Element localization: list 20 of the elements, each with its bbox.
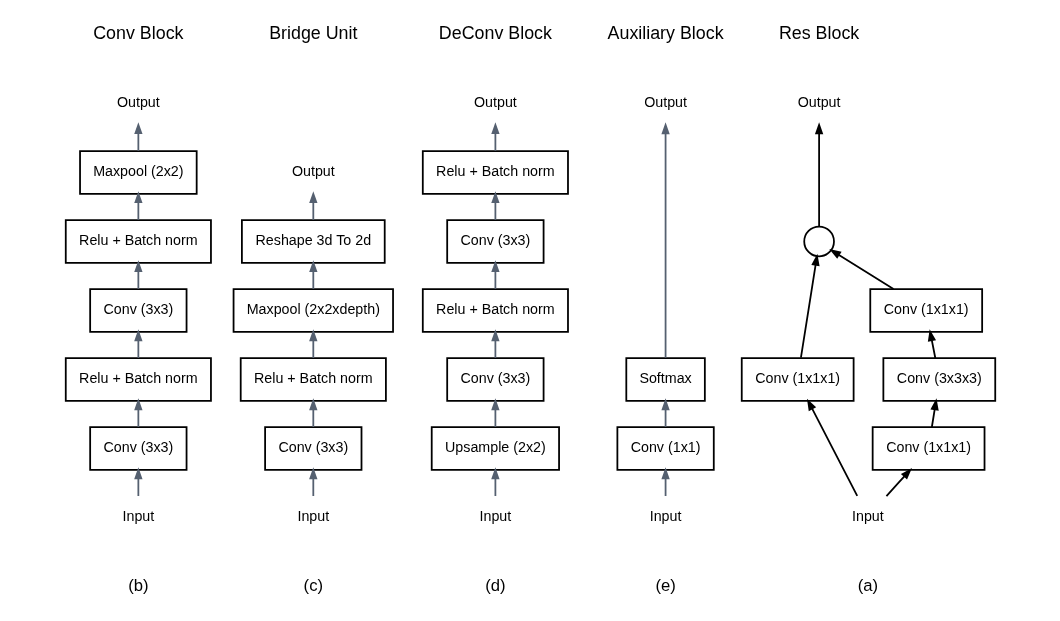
label: (e): [654, 576, 676, 596]
label: Conv Block: [92, 22, 183, 43]
node-text: Input: [296, 508, 329, 525]
node-text: Output: [643, 94, 687, 111]
node-text: Input: [649, 508, 681, 525]
label: (b): [127, 576, 149, 596]
node-text: Input: [479, 508, 511, 525]
label: Bridge Unit: [268, 22, 357, 43]
label: (d): [484, 576, 506, 596]
label: (a): [857, 576, 878, 596]
label: (c): [303, 576, 323, 596]
node-text: Input: [851, 508, 884, 525]
node-text: Output: [291, 163, 335, 180]
node-text: Output: [797, 94, 841, 111]
label: Auxiliary Block: [607, 22, 724, 43]
label: DeConv Block: [438, 22, 552, 43]
node-text: Output: [116, 94, 160, 111]
node-text: Output: [473, 94, 517, 111]
label: Res Block: [778, 22, 859, 43]
node-text: Input: [121, 508, 154, 525]
